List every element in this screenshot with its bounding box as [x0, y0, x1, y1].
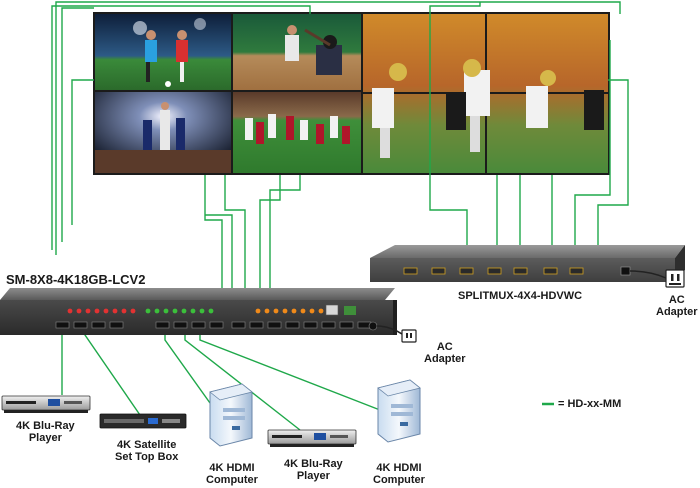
legend-label: = HD-xx-MM [558, 398, 622, 410]
bluray-player-2-icon [267, 429, 357, 447]
splitter-device [370, 245, 685, 282]
terminal-block [344, 306, 356, 315]
screen-baseball [233, 14, 361, 90]
splitter-hdmi-ports [403, 267, 584, 275]
matrix-led-row [67, 308, 324, 314]
matrix-ac-adapter-icon [401, 329, 417, 343]
splitter-ac-adapter-icon [665, 269, 685, 288]
bluray-player-1-icon [1, 395, 91, 413]
power-jack [368, 321, 378, 331]
screen-basketball [95, 92, 231, 173]
ethernet-port [325, 304, 339, 316]
matrix-switch [0, 288, 397, 335]
matrix-hdmi-ports [55, 321, 372, 329]
splitter-power-jack [620, 266, 631, 276]
hdmi-computer-1-icon [209, 383, 253, 447]
screen-soccer [95, 14, 231, 90]
matrix-power-cable [376, 325, 403, 335]
screen-football-large [363, 14, 608, 173]
splitter-power-cable [629, 270, 667, 279]
splitter-model-label: SPLITMUX-4X4-HDVWC [458, 290, 583, 302]
video-wall [93, 12, 610, 175]
screen-football-small [233, 92, 361, 173]
matrix-model-label: SM-8X8-4K18GB-LCV2 [6, 272, 146, 287]
hdmi-computer-2-icon [377, 379, 421, 443]
satellite-settop-box-icon [99, 413, 187, 429]
